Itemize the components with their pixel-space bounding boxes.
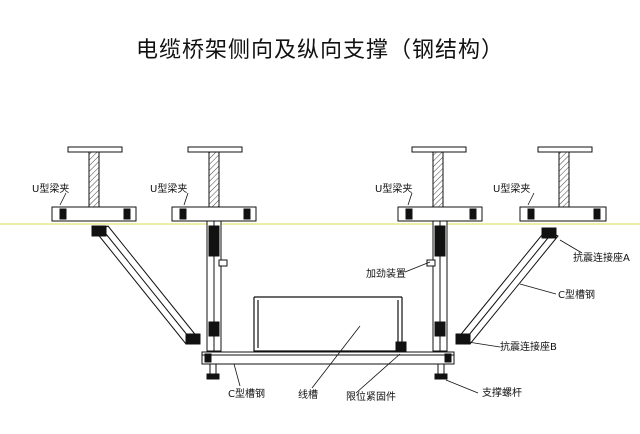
label-c-channel-bottom: C型槽钢 [228,387,265,400]
limit-fastener [395,341,407,352]
label-u-clamp-1: U型梁夹 [32,182,69,195]
steel-beam-3 [397,146,483,222]
label-support-screw: 支撑螺杆 [482,386,522,399]
label-u-clamp-3: U型梁夹 [375,182,412,195]
label-limit-fastener: 限位紧固件 [346,390,396,403]
support-screw-left [206,363,220,380]
right-hanger [426,220,448,352]
label-seismic-connector-a: 抗震连接座A [573,251,630,264]
cable-tray [253,296,403,352]
left-diagonal-brace [91,225,201,345]
left-hanger [206,220,228,352]
leader-lines [59,192,583,394]
label-seismic-connector-b: 抗震连接座B [500,340,557,353]
diagram-title: 电缆桥架侧向及纵向支撑（钢结构） [135,38,504,63]
steel-beam-1 [51,146,137,222]
label-c-channel-right: C型槽钢 [558,288,595,301]
support-screw-right [434,363,448,380]
label-u-clamp-4: U型梁夹 [493,182,530,195]
label-cable-tray: 线槽 [298,388,318,401]
c-channel-bottom [201,351,455,365]
steel-beam-4 [519,146,607,222]
label-stiffener: 加劲装置 [366,267,406,280]
label-u-clamp-2: U型梁夹 [150,182,187,195]
steel-beam-2 [171,146,257,222]
right-diagonal-brace [455,227,559,345]
